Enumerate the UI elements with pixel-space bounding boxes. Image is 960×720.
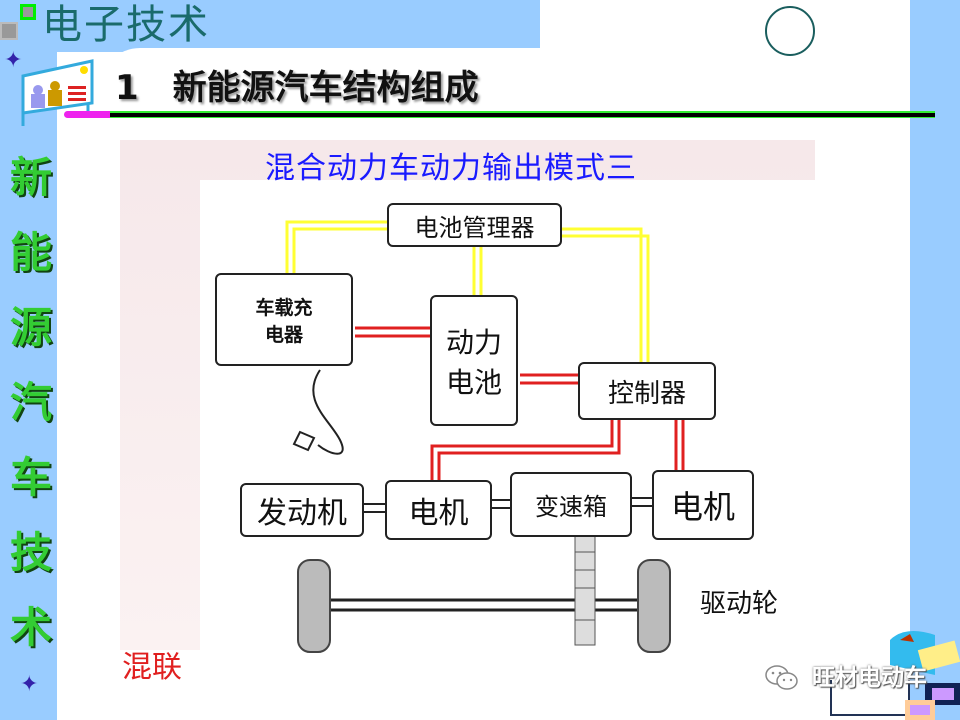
course-title: 电子技术 xyxy=(42,2,210,48)
vertical-letter: 术 xyxy=(9,603,52,652)
gearbox-box: 变速箱 xyxy=(510,472,632,537)
title-underline-accent xyxy=(64,111,110,118)
vertical-letter: 汽 xyxy=(9,378,52,427)
vertical-letter: 源 xyxy=(9,303,52,352)
drive-wheel-label: 驱动轮 xyxy=(700,589,779,619)
billboard-icon xyxy=(21,59,94,126)
vertical-letter: 新 xyxy=(9,153,52,202)
diagram-title: 混合动力车动力输出模式三 xyxy=(265,151,637,186)
wechat-icon xyxy=(765,665,798,690)
frame-decor xyxy=(830,680,910,716)
bms-box: 电池管理器 xyxy=(387,203,562,247)
mailbox-icon xyxy=(890,631,960,720)
vertical-letter: 车 xyxy=(9,453,52,502)
battery-box: 动力电池 xyxy=(430,295,518,426)
sparkle-icon: ✦ xyxy=(20,672,39,697)
circle-decor xyxy=(765,6,815,56)
slide-title: 1 新能源汽车结构组成 xyxy=(115,68,479,108)
gray-square-icon xyxy=(2,24,16,38)
vertical-letter: 技 xyxy=(9,528,52,577)
motor-box-right: 电机 xyxy=(652,470,754,540)
title-underline xyxy=(110,111,935,118)
right-decor-strip xyxy=(910,0,960,720)
charger-box: 车载充电器 xyxy=(215,273,353,366)
watermark: 旺材电动车 xyxy=(812,665,927,691)
vertical-title: 新 能 源 汽 车 技 术 xyxy=(8,140,54,665)
vertical-letter: 能 xyxy=(9,228,52,277)
controller-box: 控制器 xyxy=(578,362,716,420)
mode-label: 混联 xyxy=(122,650,182,685)
top-decor-band xyxy=(0,0,540,52)
sparkle-icon: ✦ xyxy=(4,48,23,73)
left-decor-strip xyxy=(0,0,57,720)
engine-box: 发动机 xyxy=(240,483,364,537)
motor-box-left: 电机 xyxy=(385,480,492,540)
green-square-icon xyxy=(20,4,36,20)
title-area xyxy=(100,48,540,108)
